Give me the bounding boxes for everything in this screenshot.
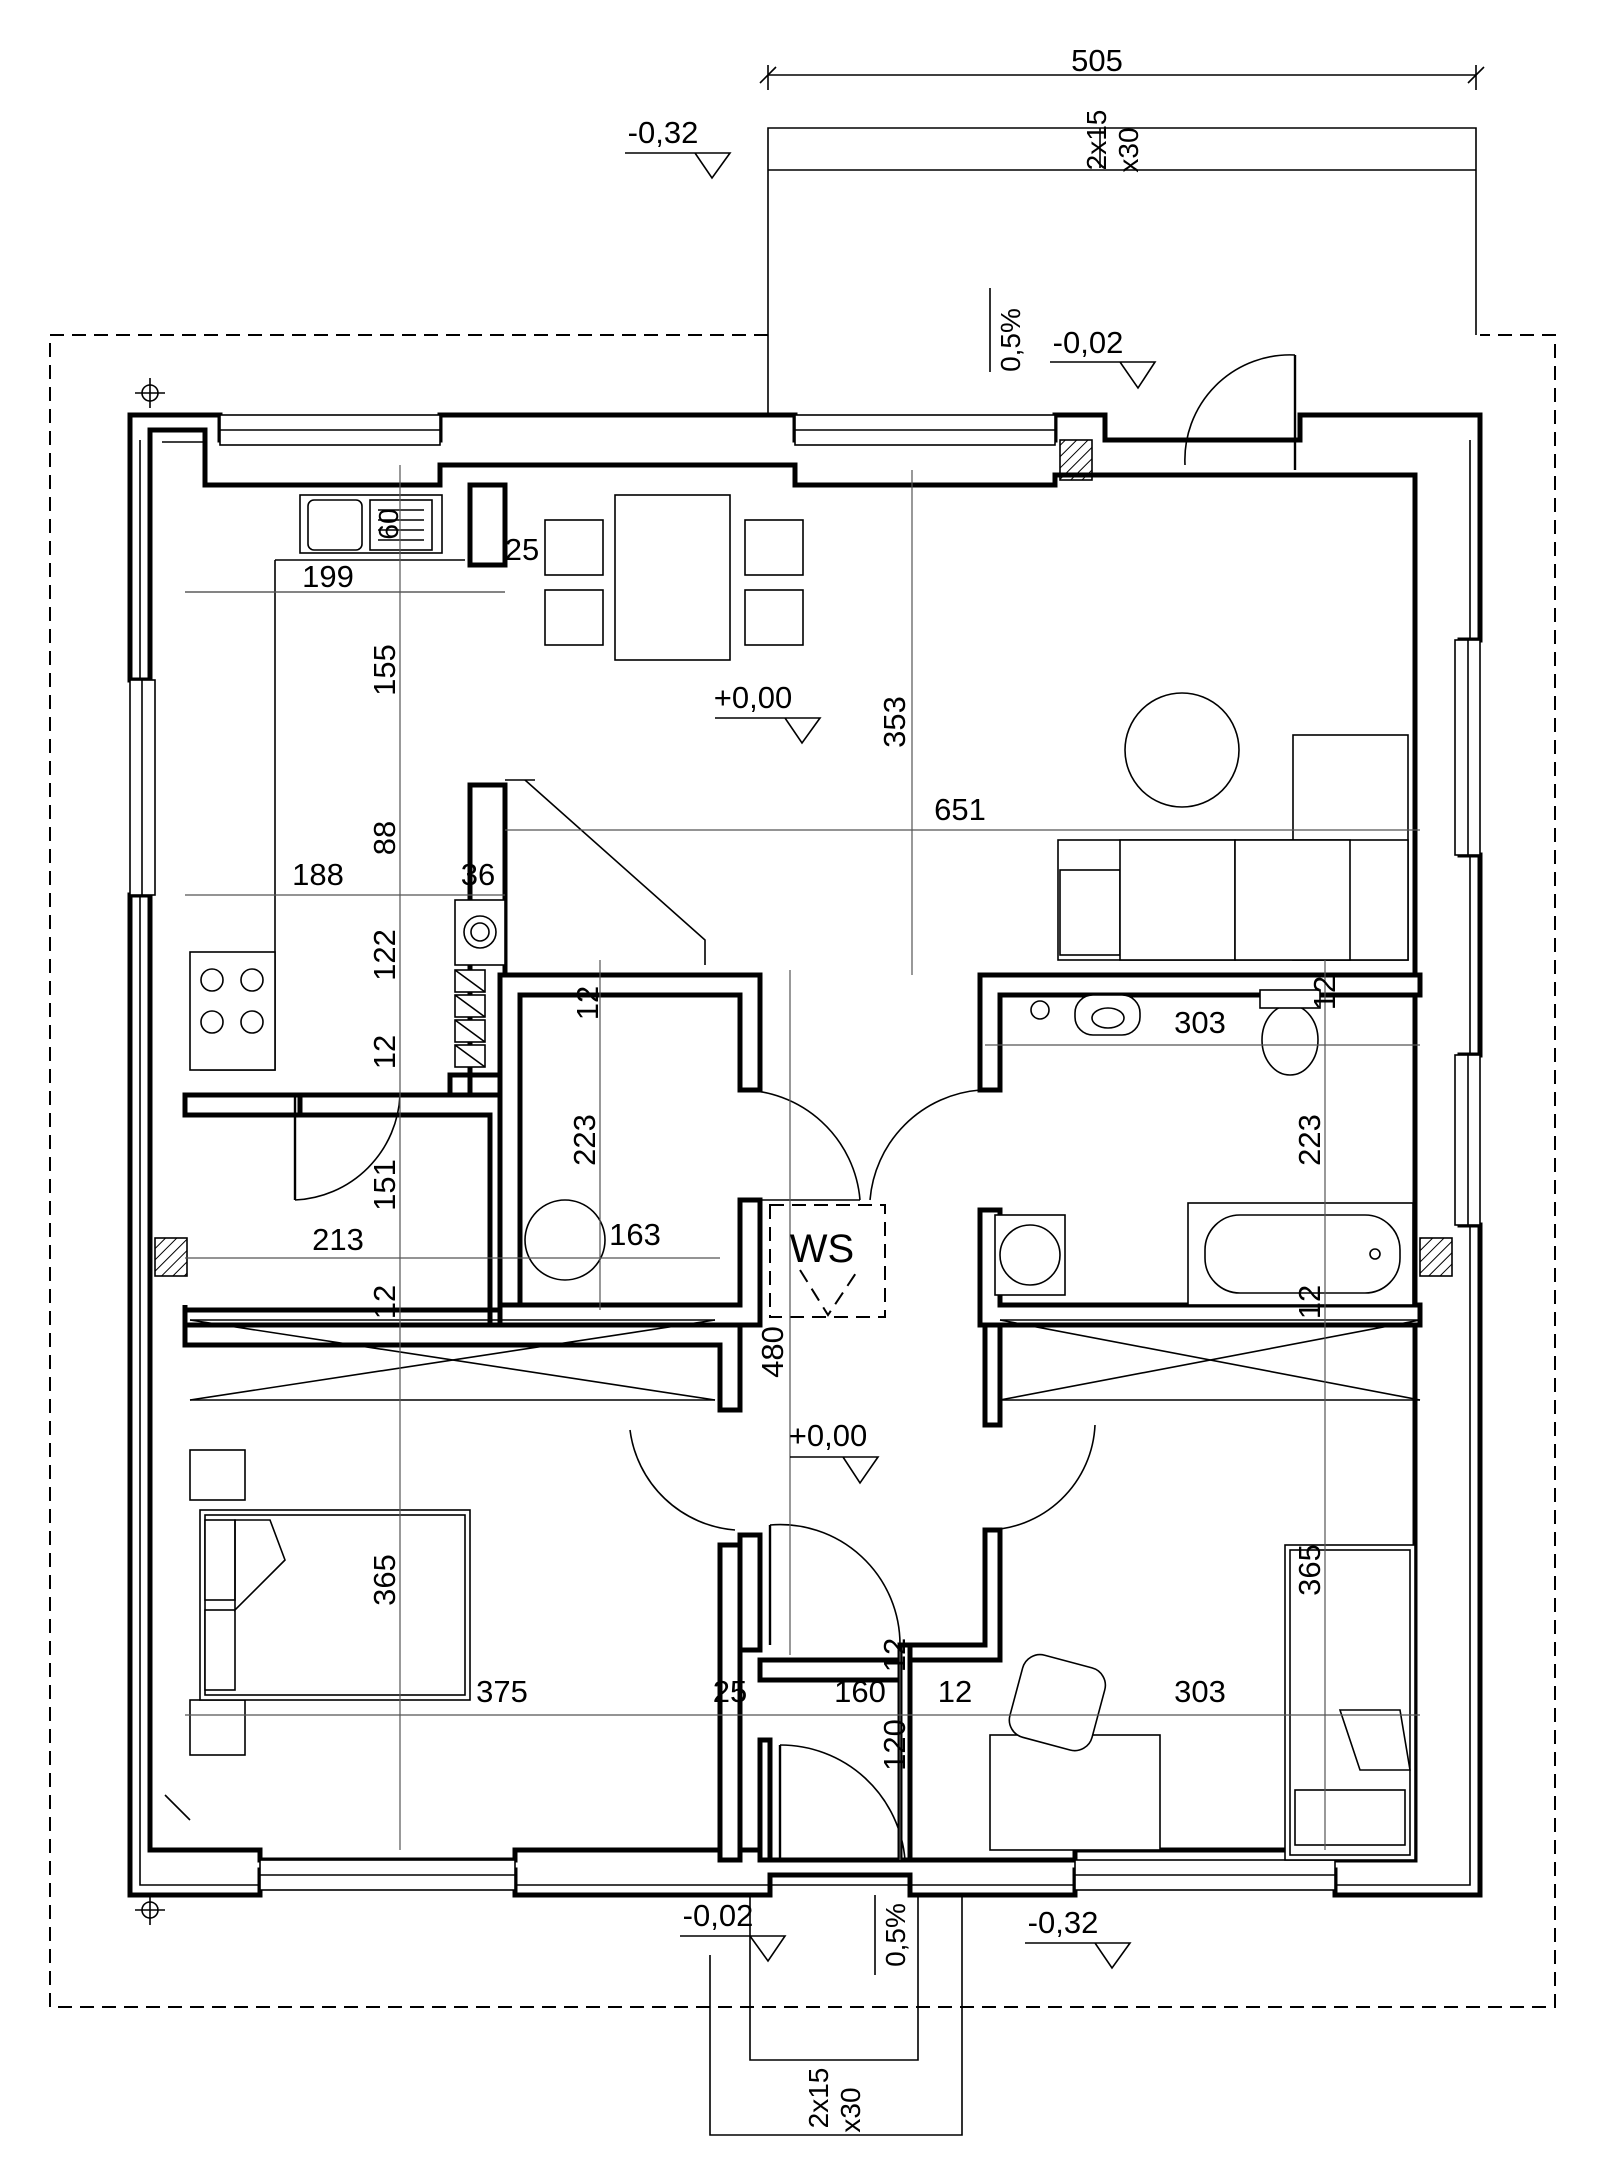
living-furniture: [505, 692, 1409, 965]
bedroom-right: [989, 1319, 1421, 1861]
ws-closet: [769, 1204, 886, 1318]
level-hall: +0,00: [789, 1418, 867, 1453]
level-top-terrace: -0,32: [628, 115, 699, 150]
dim-188: 188: [292, 857, 344, 892]
roof-outline: [49, 334, 1556, 2008]
boiler: [454, 899, 506, 1068]
bedroom-left: [164, 1319, 716, 1821]
dim-12-bedroom-left: 12: [367, 1285, 402, 1319]
ws-label: WS: [790, 1227, 854, 1271]
dim-36: 36: [461, 857, 495, 892]
level-bottom-right: -0,32: [1028, 1905, 1099, 1940]
dim-12-a: 12: [367, 1035, 402, 1069]
reference-marks: [135, 378, 165, 1925]
dim-651: 651: [934, 792, 986, 827]
dim-213: 213: [312, 1222, 364, 1257]
dim-160: 160: [834, 1674, 886, 1709]
column-right: [1419, 1237, 1453, 1277]
dimension-lines: [185, 465, 1420, 1860]
dim-155: 155: [367, 644, 402, 696]
top-terrace: [759, 65, 1485, 420]
slope-top: 0,5%: [995, 308, 1026, 372]
dim-12-bedroom-right: 12: [1292, 1285, 1327, 1319]
steps-bottom-line1: 2x15: [803, 2068, 834, 2129]
dim-151: 151: [367, 1159, 402, 1211]
kitchen: [189, 494, 465, 1071]
dim-12-entry-right: 12: [938, 1674, 972, 1709]
dim-505: 505: [1071, 43, 1123, 78]
dim-25-entry: 25: [713, 1674, 747, 1709]
bathroom: [994, 989, 1414, 1306]
column-top: [1059, 439, 1093, 481]
dim-12-bath: 12: [1307, 976, 1342, 1010]
dim-303-bedroom: 303: [1174, 1674, 1226, 1709]
dining-set: [544, 494, 804, 661]
dim-365-left: 365: [367, 1554, 402, 1606]
dim-365-right: 365: [1292, 1544, 1327, 1596]
dim-480: 480: [755, 1326, 790, 1378]
level-living: +0,00: [714, 680, 792, 715]
dim-88: 88: [367, 821, 402, 855]
dim-223-pantry: 223: [567, 1114, 602, 1166]
slope-bottom: 0,5%: [880, 1903, 911, 1967]
dim-353: 353: [877, 696, 912, 748]
dim-25-top: 25: [505, 532, 539, 567]
steps-top-line1: 2x15: [1081, 110, 1112, 171]
dim-122: 122: [367, 929, 402, 981]
dim-163: 163: [609, 1217, 661, 1252]
column-left: [154, 1237, 188, 1277]
steps-bottom-line2: x30: [835, 2087, 866, 2132]
dim-120: 120: [877, 1719, 912, 1771]
steps-top-line2: x30: [1113, 127, 1144, 172]
dim-223-bath: 223: [1292, 1114, 1327, 1166]
dim-12-pantry: 12: [570, 986, 605, 1020]
doors: [293, 354, 1297, 1861]
pantry-drum: [524, 1199, 606, 1281]
level-markers: [625, 152, 1157, 1975]
interior-walls: [182, 482, 1423, 1863]
sink-60-label: 60: [373, 508, 404, 539]
windows: [129, 414, 1481, 1891]
dim-375: 375: [476, 1674, 528, 1709]
dim-199: 199: [302, 559, 354, 594]
dim-12-entry: 12: [877, 1638, 912, 1672]
level-bottom-entry: -0,02: [683, 1898, 754, 1933]
dim-303-bath: 303: [1174, 1005, 1226, 1040]
bottom-steps: [709, 1890, 963, 2136]
level-top-entry: -0,02: [1053, 325, 1124, 360]
